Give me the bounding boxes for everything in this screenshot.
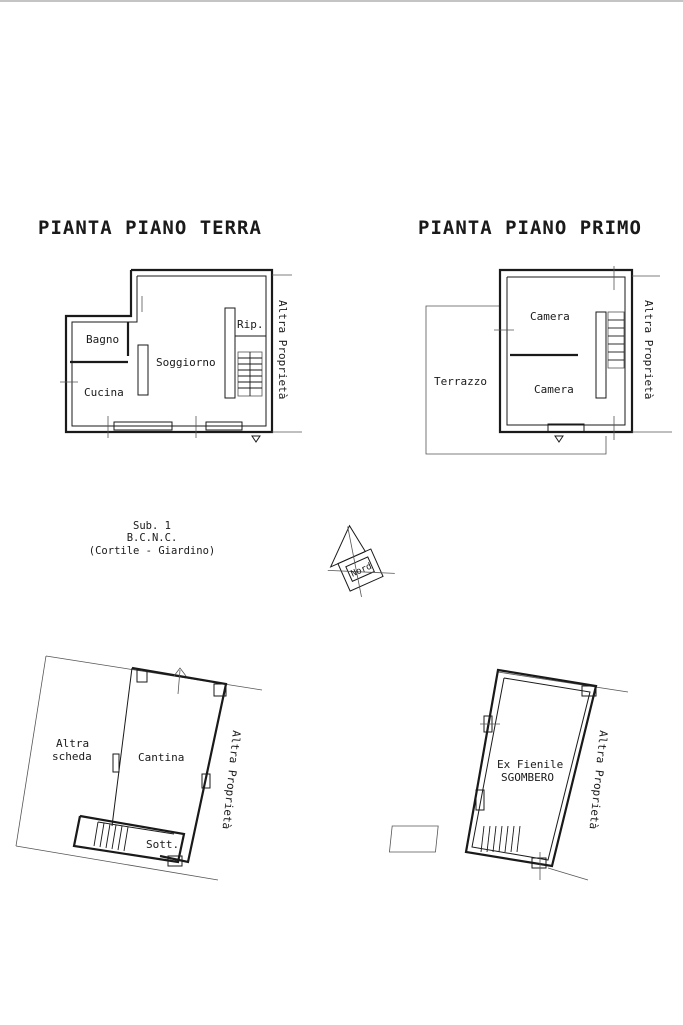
ground-outer-wall: [64, 268, 274, 434]
altra-scheda-divider: [111, 667, 133, 827]
first-stair-wall: [595, 311, 607, 399]
sottoscala-wall: [72, 814, 186, 864]
north-arrow-triangle: [329, 524, 367, 568]
room-terrazzo: Terrazzo: [434, 375, 487, 388]
soggiorno-column: [137, 344, 149, 396]
sub-note-line3: (Cortile - Giardino): [89, 545, 215, 557]
stair-wall: [224, 307, 236, 399]
room-sottoscala: Sott.: [146, 838, 179, 851]
sub-note-line2: B.C.N.C.: [127, 532, 178, 544]
ground-stairs: [237, 351, 263, 397]
room-cucina: Cucina: [84, 386, 124, 399]
ground-window-bottom-1: [113, 421, 173, 431]
first-entry-arrow: [554, 435, 564, 443]
first-floor-plan: Terrazzo Camera Camera Altra Proprietà: [425, 266, 672, 455]
room-altra-scheda-line2: scheda: [52, 750, 92, 763]
room-bagno: Bagno: [86, 333, 119, 346]
heading-first-floor: PIANTA PIANO PRIMO: [418, 217, 642, 239]
north-arrow: Nord: [327, 524, 395, 598]
room-ex-fienile: Ex Fienile: [497, 758, 563, 771]
basement-plan: Altra scheda Cantina Sott. Altra Proprie…: [15, 655, 263, 881]
barn-plan: Ex Fienile SGOMBERO Altra Proprietà: [389, 668, 629, 881]
ground-entry-arrow: [251, 435, 261, 443]
barn-stairs: [389, 825, 521, 853]
north-arrow-box-inner: [345, 556, 375, 582]
barn-inner-wall: [471, 677, 591, 861]
first-window-bottom: [547, 423, 585, 433]
ground-floor-plan: Bagno Cucina Soggiorno Rip. Altra Propri…: [60, 268, 302, 443]
cantina-wall: [131, 666, 228, 864]
ground-inner-wall: [71, 275, 267, 427]
room-camera-top: Camera: [530, 310, 570, 323]
first-stairs: [607, 311, 625, 369]
sub-note-line1: Sub. 1: [133, 520, 171, 532]
room-cantina: Cantina: [138, 751, 184, 764]
basement-neighbor-label: Altra Proprietà: [220, 730, 243, 830]
first-neighbor-label: Altra Proprietà: [642, 300, 655, 399]
terrazzo-outline: [425, 305, 607, 455]
first-outer-wall: [498, 268, 634, 434]
basement-stairs: [93, 821, 129, 852]
first-inner-wall: [506, 276, 626, 426]
barn-outer-wall: [464, 668, 598, 868]
room-altra-scheda-line1: Altra: [56, 737, 89, 750]
barn-neighbor-label: Altra Proprietà: [587, 730, 610, 830]
room-soggiorno: Soggiorno: [156, 356, 216, 369]
room-sgombero: SGOMBERO: [501, 771, 554, 784]
sub-note: Sub. 1 B.C.N.C. (Cortile - Giardino): [89, 520, 215, 557]
ground-neighbor-label: Altra Proprietà: [276, 300, 289, 399]
room-camera-bottom: Camera: [534, 383, 574, 396]
heading-ground-floor: PIANTA PIANO TERRA: [38, 217, 262, 239]
room-ripostiglio: Rip.: [237, 318, 264, 331]
ground-window-bottom-2: [205, 421, 243, 431]
north-arrow-box-outer: [337, 548, 384, 592]
